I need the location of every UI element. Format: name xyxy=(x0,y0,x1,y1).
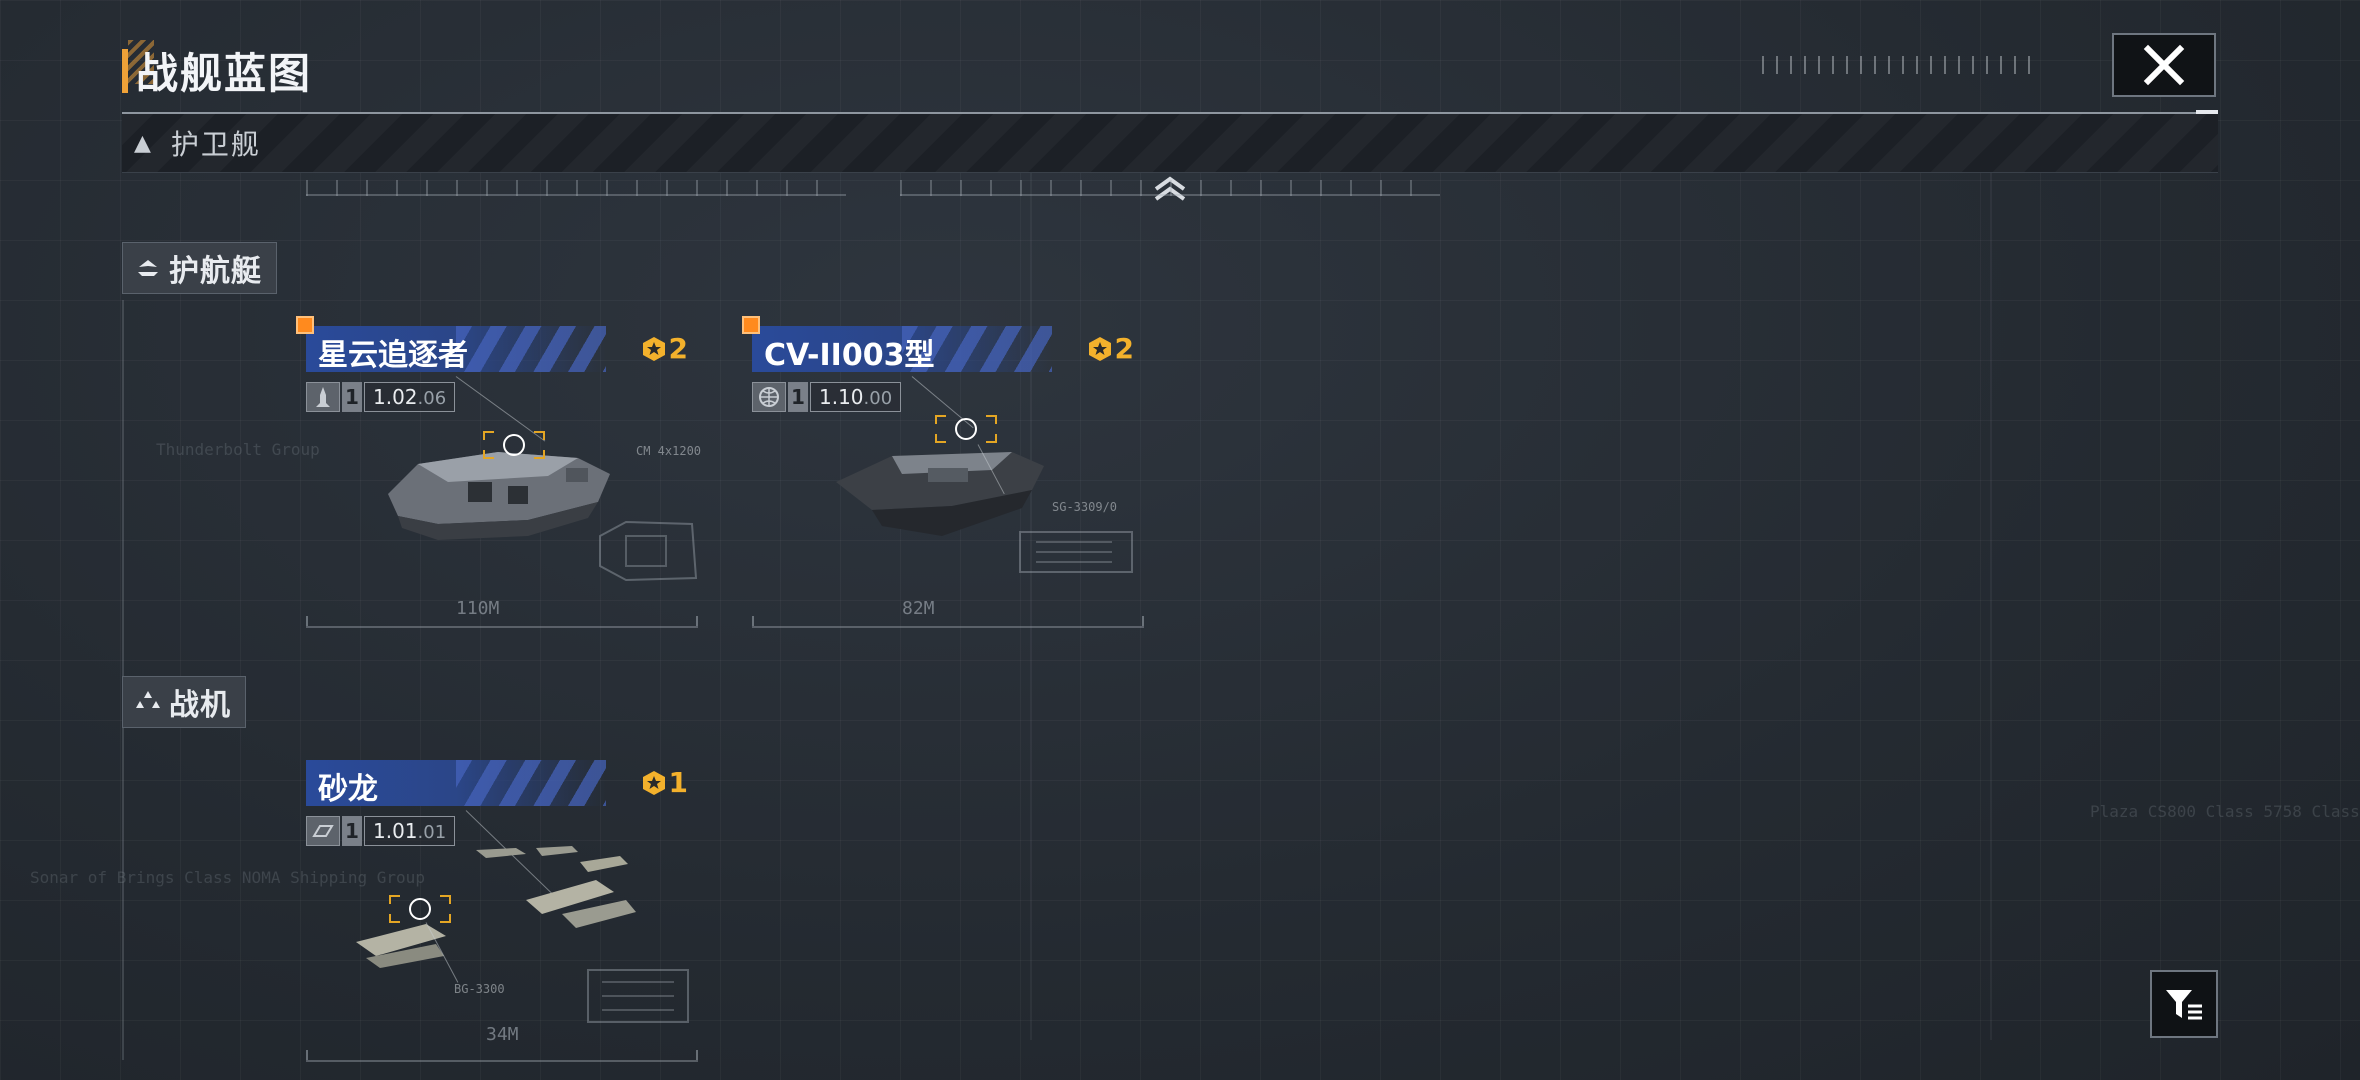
triangle-up-icon: ▲ xyxy=(134,130,151,156)
tier-value: 1 xyxy=(788,382,808,412)
close-button[interactable] xyxy=(2112,33,2216,97)
ship-model-sand-dragon-squadron xyxy=(356,846,636,968)
blueprint-count: 2 xyxy=(641,332,688,365)
fighter-squad-icon xyxy=(136,691,160,708)
card-frame xyxy=(306,760,698,1062)
section-label: 护航艇 xyxy=(169,254,262,289)
spec-label: CM 4x1200 xyxy=(636,444,702,458)
header-rule xyxy=(122,112,2218,114)
category-label: 护卫舰 xyxy=(170,128,261,161)
count-value: 1 xyxy=(668,766,688,799)
ship-name: 砂龙 xyxy=(318,772,378,807)
count-value: 2 xyxy=(1114,332,1134,365)
ship-stats: 1 1.01.01 xyxy=(306,816,456,846)
category-bar[interactable]: ▲ 护卫舰 xyxy=(122,114,2218,173)
bg-text-c: Plaza CS800 Class 5758 Class xyxy=(2090,802,2360,821)
target-reticle-icon xyxy=(935,415,997,443)
tier-value: 1 xyxy=(342,382,362,412)
version-sub: .06 xyxy=(417,388,447,409)
filter-button[interactable] xyxy=(2150,970,2218,1038)
version-main: 1.02 xyxy=(373,385,418,409)
close-icon xyxy=(2143,44,2185,86)
blueprint-badge-icon xyxy=(642,770,665,795)
ship-length: 34M xyxy=(486,1024,519,1045)
name-banner xyxy=(306,326,606,372)
title-accent-bar xyxy=(122,48,128,93)
ship-name: 星云追逐者 xyxy=(318,338,468,373)
version-sub: .00 xyxy=(863,388,893,409)
ship-card-nebula-chaser[interactable]: 星云追逐者 2 1 1.02.06 CM 4x1200 110M xyxy=(296,316,702,628)
version-sub: .01 xyxy=(417,822,447,843)
ship-schematic xyxy=(1019,531,1133,573)
banner-hatch xyxy=(456,326,606,372)
ship-length: 82M xyxy=(902,598,935,619)
banner-hatch xyxy=(902,326,1052,372)
name-banner xyxy=(306,760,606,806)
page-title: 战舰蓝图 xyxy=(136,49,313,98)
version-value: 1.10.00 xyxy=(810,382,902,412)
bg-divider-right xyxy=(1990,140,1992,1040)
ship-card-cv-ii003[interactable]: CV-II003型 2 1 1.10.00 SG-3309/0 82M xyxy=(742,316,1144,628)
card-frame xyxy=(752,326,1144,628)
spec-label: SG-3309/0 xyxy=(1052,500,1118,514)
globe-icon xyxy=(752,382,786,412)
count-value: 2 xyxy=(668,332,688,365)
banner-hatch xyxy=(456,760,606,806)
version-value: 1.02.06 xyxy=(364,382,456,412)
new-indicator xyxy=(296,316,314,334)
ship-card-sand-dragon[interactable]: 砂龙 1 1 1.01.01 BG-3300 34M xyxy=(306,760,698,1062)
blueprint-badge-icon xyxy=(642,336,665,361)
ship-schematic xyxy=(587,969,689,1023)
ship-schematic xyxy=(599,520,698,582)
card-frame xyxy=(306,326,698,628)
ship-model-nebula-chaser xyxy=(388,452,610,540)
header-tick-marks xyxy=(1762,56,2032,74)
section-escort-boats[interactable]: 护航艇 xyxy=(122,242,277,294)
version-main: 1.10 xyxy=(819,385,864,409)
tag-icon xyxy=(306,816,340,846)
ship-name: CV-II003型 xyxy=(764,338,935,373)
tier-value: 1 xyxy=(342,816,362,846)
name-banner xyxy=(752,326,1052,372)
filter-list-icon xyxy=(2166,990,2202,1020)
blueprint-ruler-2 xyxy=(900,180,1440,196)
blueprint-count: 1 xyxy=(641,766,688,799)
ship-length: 110M xyxy=(456,598,500,619)
title-accent-stripes xyxy=(128,40,154,84)
blueprint-ruler-1 xyxy=(306,180,846,196)
section-label: 战机 xyxy=(169,688,231,723)
version-value: 1.01.01 xyxy=(364,816,456,846)
spec-label: BG-3300 xyxy=(454,982,505,996)
rocket-icon xyxy=(306,382,340,412)
blueprint-count: 2 xyxy=(1087,332,1134,365)
ship-stats: 1 1.10.00 xyxy=(752,382,902,412)
bg-divider-left xyxy=(1030,140,1032,1040)
title-group: 战舰蓝图 xyxy=(122,40,312,101)
bg-text-b: Sonar of Brings Class NOMA Shipping Grou… xyxy=(30,868,425,887)
target-reticle-icon xyxy=(389,895,451,923)
ship-model-cv-ii003 xyxy=(836,452,1044,536)
bg-text-a: Thunderbolt Group xyxy=(156,440,320,459)
escort-boat-icon xyxy=(138,260,158,276)
section-fighters[interactable]: 战机 xyxy=(122,676,246,728)
blueprint-badge-icon xyxy=(1088,336,1111,361)
chevron-up-icon[interactable] xyxy=(1152,175,1188,203)
header-rule-cap xyxy=(2196,110,2218,114)
target-reticle-icon xyxy=(483,431,545,459)
ship-stats: 1 1.02.06 xyxy=(306,382,456,412)
version-main: 1.01 xyxy=(373,819,418,843)
new-indicator xyxy=(742,316,760,334)
